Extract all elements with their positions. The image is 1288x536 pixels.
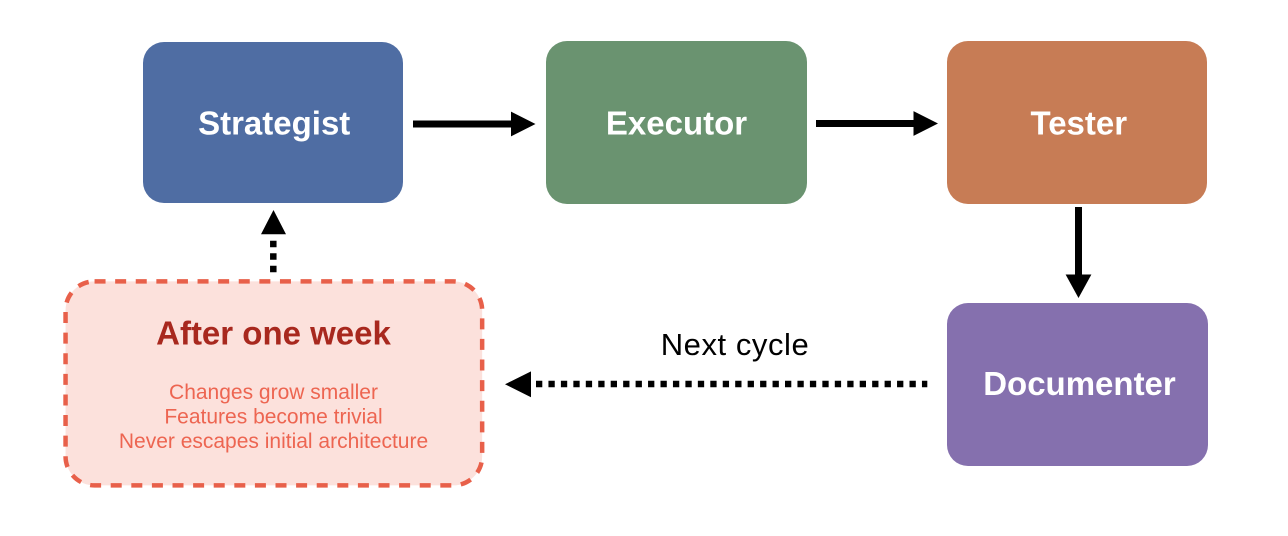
svg-text:Tester: Tester	[1030, 105, 1127, 142]
svg-text:Documenter: Documenter	[983, 365, 1176, 402]
svg-text:After one week: After one week	[156, 315, 391, 352]
svg-text:Features become trivial: Features become trivial	[164, 406, 382, 429]
svg-text:Next cycle: Next cycle	[661, 327, 809, 362]
svg-text:Strategist: Strategist	[198, 105, 350, 142]
svg-text:Changes grow smaller: Changes grow smaller	[169, 381, 378, 404]
svg-text:Never escapes initial architec: Never escapes initial architecture	[119, 430, 428, 453]
svg-text:Executor: Executor	[606, 105, 747, 142]
